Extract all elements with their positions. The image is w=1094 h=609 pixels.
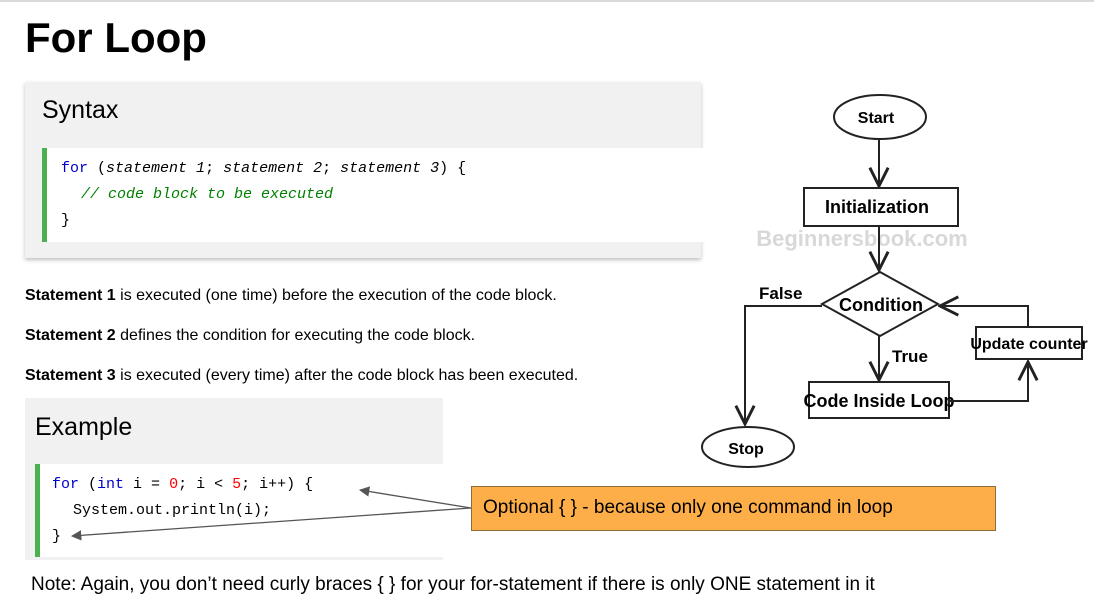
statement-1-text: is executed (one time) before the execut… xyxy=(115,287,557,304)
statement-2-text: defines the condition for executing the … xyxy=(115,327,476,344)
top-divider xyxy=(0,0,1094,2)
arrow-condition-stop xyxy=(745,305,822,424)
code-punct: ; xyxy=(322,160,341,177)
code-statement-3: statement 3 xyxy=(340,160,440,177)
example-box: Example for (int i = 0; i < 5; i++) { Sy… xyxy=(25,398,448,560)
code-number: 5 xyxy=(232,476,242,493)
true-label: True xyxy=(892,347,928,366)
example-code-line-2: System.out.println(i); xyxy=(73,502,272,519)
keyword-for: for xyxy=(52,476,80,493)
code-punct: i = xyxy=(124,476,170,493)
example-code-block: for (int i = 0; i < 5; i++) { System.out… xyxy=(35,464,448,557)
syntax-code-line-1: for (statement 1; statement 2; statement… xyxy=(61,160,466,177)
code-punct: ; i < xyxy=(178,476,233,493)
arrow-update-condition xyxy=(940,306,1029,327)
code-punct: ; i++) { xyxy=(241,476,314,493)
statement-2-description: Statement 2 defines the condition for ex… xyxy=(25,327,475,345)
code-punct: ( xyxy=(88,160,107,177)
keyword-int: int xyxy=(97,476,125,493)
syntax-heading: Syntax xyxy=(42,96,119,124)
arrow-to-close-brace xyxy=(70,507,472,541)
syntax-box: Syntax for (statement 1; statement 2; st… xyxy=(25,82,706,258)
watermark: Beginnersbook.com xyxy=(756,226,967,251)
example-code-line-3: } xyxy=(52,528,62,545)
example-heading: Example xyxy=(35,413,133,441)
code-punct: ( xyxy=(79,476,98,493)
optional-braces-callout: Optional { } - because only one command … xyxy=(471,486,996,531)
code-punct: ) { xyxy=(439,160,467,177)
syntax-code-line-3: } xyxy=(61,212,71,229)
false-label: False xyxy=(759,284,802,303)
statement-3-label: Statement 3 xyxy=(25,367,116,384)
statement-1-description: Statement 1 is executed (one time) befor… xyxy=(25,287,557,305)
update-counter-label: Update counter xyxy=(970,336,1087,353)
code-statement-1: statement 1 xyxy=(106,160,206,177)
page-title: For Loop xyxy=(25,14,207,61)
syntax-code-line-2: // code block to be executed xyxy=(81,186,334,203)
stop-label: Stop xyxy=(728,441,764,458)
syntax-code-block: for (statement 1; statement 2; statement… xyxy=(42,148,706,242)
initialization-node xyxy=(803,187,959,227)
statement-3-text: is executed (every time) after the code … xyxy=(115,367,579,384)
stop-node xyxy=(701,426,795,468)
start-label: Start xyxy=(858,110,895,127)
note-text: Note: Again, you don’t need curly braces… xyxy=(31,574,875,595)
code-statement-2: statement 2 xyxy=(223,160,323,177)
initialization-label: Initialization xyxy=(825,197,929,217)
statement-3-description: Statement 3 is executed (every time) aft… xyxy=(25,367,578,385)
body-label: Code Inside Loop xyxy=(804,391,955,411)
condition-label: Condition xyxy=(839,295,923,315)
arrow-body-update xyxy=(949,362,1028,402)
keyword-for: for xyxy=(61,160,89,177)
example-code-line-1: for (int i = 0; i < 5; i++) { xyxy=(52,476,313,493)
update-counter-node xyxy=(975,326,1083,360)
code-punct: ; xyxy=(205,160,224,177)
statement-2-label: Statement 2 xyxy=(25,327,116,344)
statement-1-label: Statement 1 xyxy=(25,287,116,304)
arrow-to-open-brace xyxy=(358,486,472,509)
code-number: 0 xyxy=(169,476,179,493)
